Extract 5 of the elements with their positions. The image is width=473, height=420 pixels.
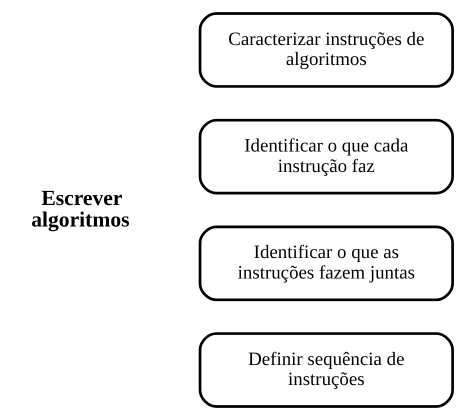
node-box: Caracterizar instruções de algoritmos [198, 12, 454, 88]
node-box: Identificar o que cada instrução faz [198, 118, 454, 194]
node-box: Identificar o que as instruções fazem juntas [198, 226, 454, 302]
node-box: Definir sequência de instruções [198, 332, 454, 408]
label: Escrever algoritmos [31, 186, 130, 232]
